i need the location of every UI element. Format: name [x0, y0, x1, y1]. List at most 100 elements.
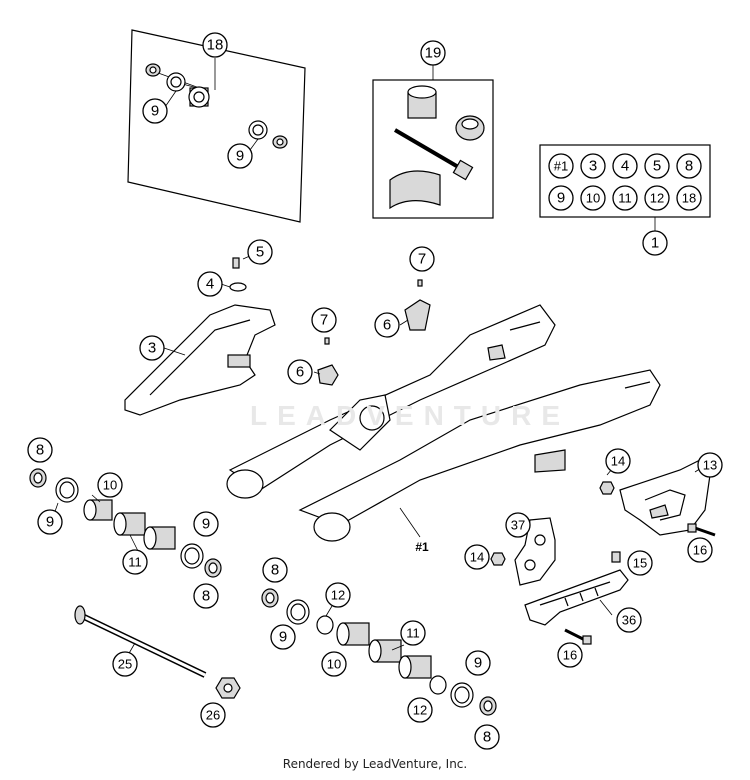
bushing-cap: [455, 115, 485, 141]
callout-12: 12: [325, 582, 351, 608]
kit-1-panel: [539, 144, 711, 218]
svg-text:8: 8: [685, 158, 693, 175]
callout-18-label: 18: [207, 37, 224, 54]
spacer-cylinder: [407, 85, 437, 119]
svg-text:14: 14: [611, 454, 625, 469]
callout-15: 15: [627, 550, 653, 576]
svg-text:15: 15: [633, 556, 647, 571]
bushing-lower: [272, 135, 288, 149]
svg-text:3: 3: [148, 340, 156, 357]
svg-text:6: 6: [296, 364, 304, 381]
left-bearing-stack: [29, 468, 222, 578]
svg-text:9: 9: [46, 514, 54, 531]
clamp-upper: [404, 299, 431, 331]
svg-text:#1: #1: [554, 159, 568, 174]
svg-text:16: 16: [693, 543, 707, 558]
svg-text:9: 9: [557, 190, 565, 207]
kit-18-panel: [127, 29, 306, 223]
svg-text:37: 37: [511, 518, 525, 533]
screw-upper: [417, 279, 423, 287]
callout-11: 11: [122, 549, 148, 575]
callout-36: 36: [616, 607, 642, 633]
svg-text:5: 5: [256, 244, 264, 261]
seal-ring-lower: [248, 120, 268, 140]
svg-text:16: 16: [563, 648, 577, 663]
swingarm-label: #1: [415, 540, 429, 554]
nut-14-lower: [490, 552, 506, 566]
callout-9: 9: [37, 509, 63, 535]
callout-10: 10: [97, 472, 123, 498]
bushing-large: [188, 86, 210, 108]
svg-text:11: 11: [618, 191, 632, 206]
svg-text:9: 9: [236, 148, 244, 165]
bushing-small: [145, 63, 161, 77]
kit-1-table: #1 3 4 5 8 9 10 11 12 18: [548, 153, 702, 211]
svg-text:10: 10: [586, 191, 600, 206]
callout-14: 14: [464, 544, 490, 570]
svg-text:26: 26: [206, 708, 220, 723]
callout-9: 9: [142, 98, 168, 124]
svg-text:25: 25: [118, 657, 132, 672]
svg-text:18: 18: [682, 191, 696, 206]
svg-text:11: 11: [128, 555, 142, 570]
guide-bracket: [514, 517, 556, 586]
callout-9: 9: [270, 624, 296, 650]
callout-8: 8: [193, 583, 219, 609]
svg-text:9: 9: [279, 629, 287, 646]
guide-plate: [524, 569, 629, 626]
bolt-15: [611, 551, 621, 563]
callout-19: 19: [420, 40, 446, 66]
watermark: LEADVENTURE: [250, 400, 571, 431]
callout-26: 26: [200, 702, 226, 728]
bolt-16-lower: [564, 628, 592, 645]
svg-text:36: 36: [622, 613, 636, 628]
svg-text:8: 8: [483, 729, 491, 746]
swingarm-axle: [74, 605, 207, 678]
callout-4: 4: [197, 271, 223, 297]
svg-text:10: 10: [327, 657, 341, 672]
svg-text:4: 4: [206, 276, 214, 293]
svg-text:12: 12: [413, 703, 427, 718]
svg-text:8: 8: [202, 588, 210, 605]
bolt: [393, 128, 474, 181]
svg-text:10: 10: [103, 478, 117, 493]
screw-lower: [324, 337, 330, 345]
svg-text:5: 5: [653, 158, 661, 175]
callout-11: 11: [400, 620, 426, 646]
callout-9: 9: [465, 650, 491, 676]
svg-text:14: 14: [470, 550, 484, 565]
callout-6: 6: [374, 312, 400, 338]
svg-text:12: 12: [331, 588, 345, 603]
svg-text:19: 19: [425, 45, 442, 62]
swingarm: [226, 304, 661, 542]
callout-37: 37: [505, 512, 531, 538]
callout-7: 7: [409, 246, 435, 272]
svg-text:9: 9: [202, 516, 210, 533]
screw: [232, 257, 240, 269]
svg-text:4: 4: [621, 158, 629, 175]
svg-text:7: 7: [320, 312, 328, 329]
chain-slider: [124, 304, 276, 416]
svg-text:6: 6: [383, 317, 391, 334]
svg-text:9: 9: [151, 103, 159, 120]
axle-nut: [215, 677, 241, 699]
svg-text:8: 8: [36, 442, 44, 459]
callout-10: 10: [321, 651, 347, 677]
callout-6: 6: [287, 359, 313, 385]
svg-text:9: 9: [474, 655, 482, 672]
chain-guide: [619, 459, 711, 536]
half-shell: [389, 170, 441, 210]
nut-14-upper: [599, 481, 615, 495]
callout-8: 8: [474, 724, 500, 750]
svg-text:13: 13: [703, 458, 717, 473]
svg-text:1: 1: [651, 235, 659, 252]
svg-text:8: 8: [271, 562, 279, 579]
callout-9: 9: [193, 511, 219, 537]
callout-8: 8: [27, 437, 53, 463]
svg-text:7: 7: [418, 251, 426, 268]
callout-25: 25: [112, 651, 138, 677]
callout-7: 7: [311, 307, 337, 333]
callout-14: 14: [605, 448, 631, 474]
